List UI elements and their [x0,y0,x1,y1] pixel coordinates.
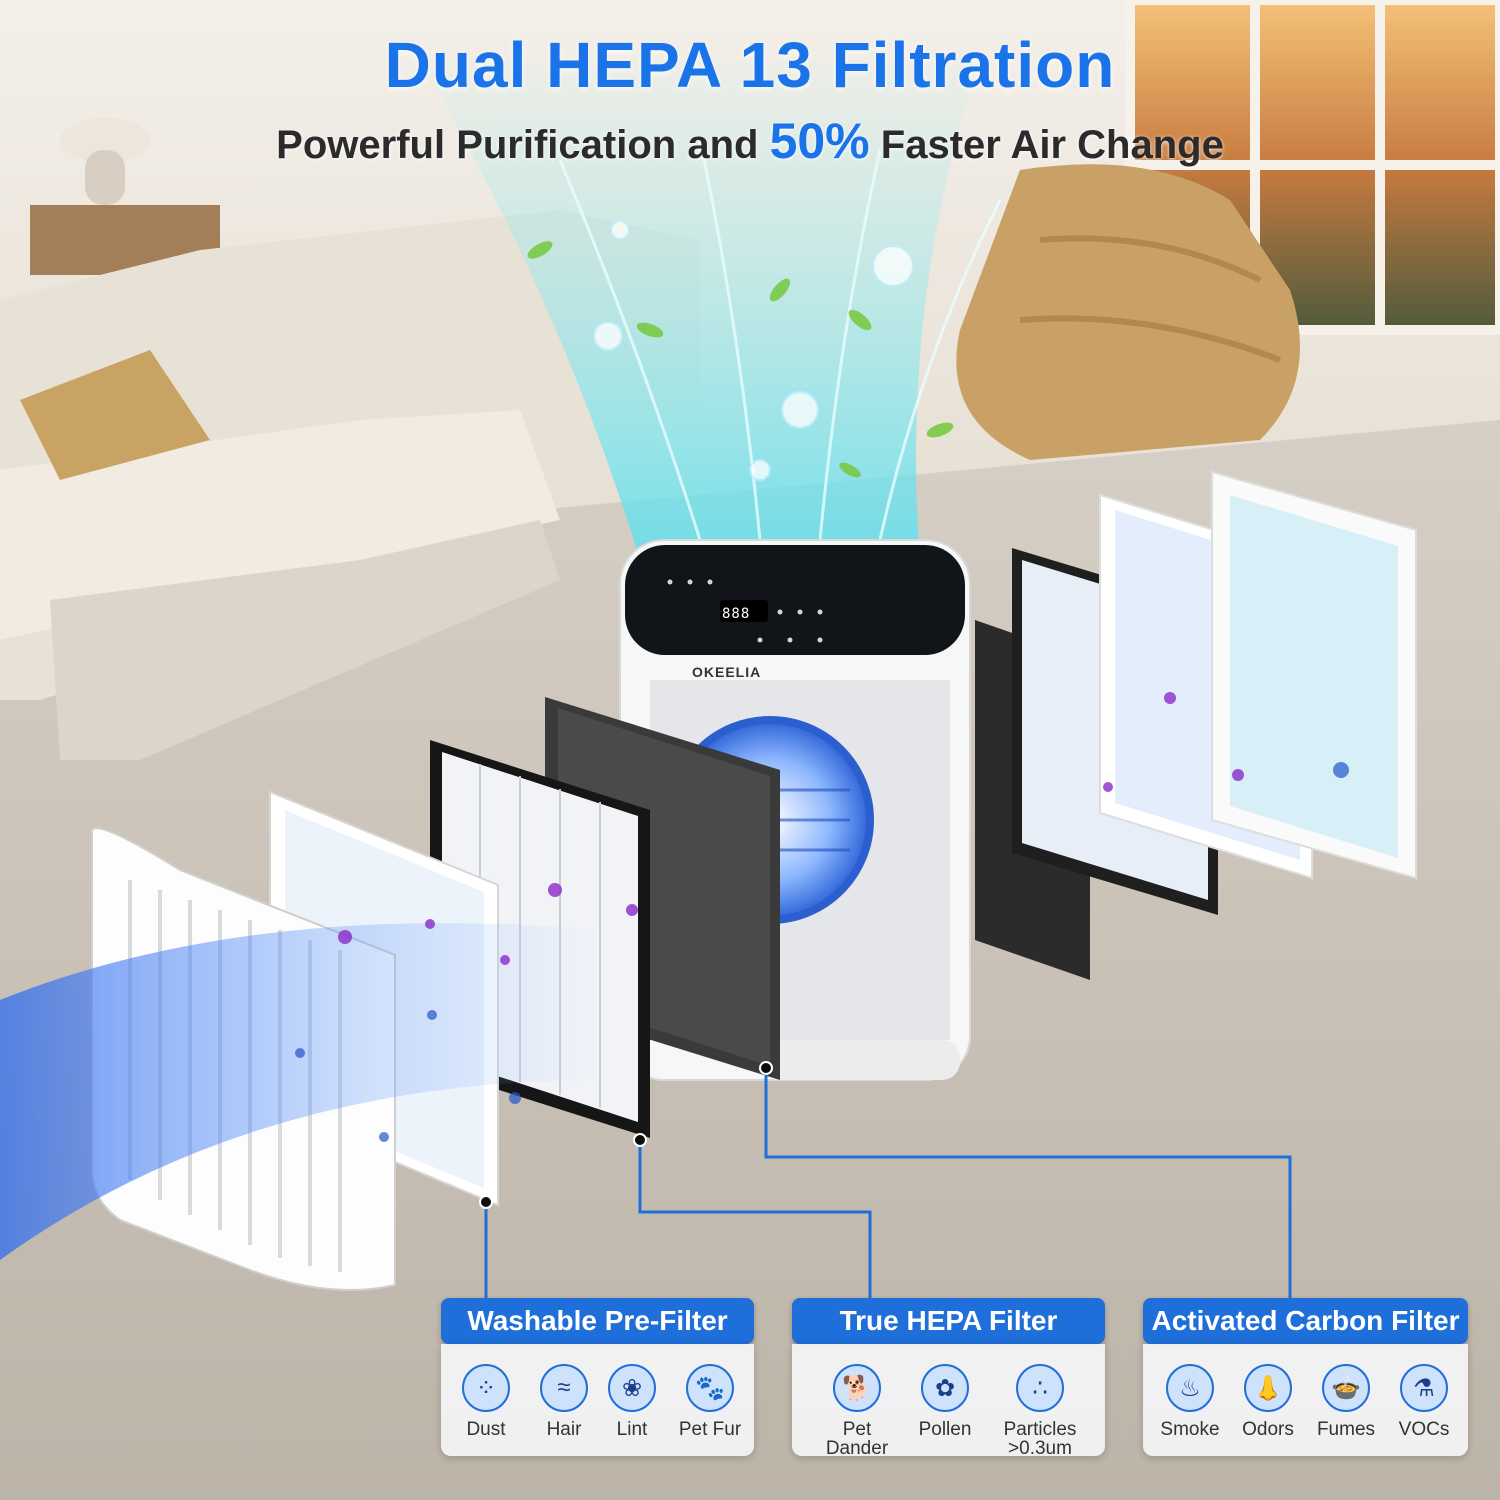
particles-icon: ∴ [1016,1364,1064,1412]
subheadline-after: Faster Air Change [880,123,1224,167]
item-label: Hair [546,1419,582,1440]
dust-icon: ⁘ [462,1364,510,1412]
item-label: Dust [466,1419,506,1440]
item-hair: ≈ Hair [519,1364,609,1439]
item-smoke: ♨ Smoke [1145,1364,1235,1439]
item-label: Smoke [1160,1419,1220,1440]
hair-icon: ≈ [540,1364,588,1412]
subheadline-before: Powerful Purification and [276,123,759,167]
panel-title: Activated Carbon Filter [1143,1298,1468,1344]
item-label: Lint [616,1419,648,1440]
item-label: Pollen [918,1419,972,1440]
display-readout: 888 [722,606,751,622]
item-pollen: ✿ Pollen [900,1364,990,1439]
item-label: Odors [1242,1419,1294,1440]
item-particles: ∴ Particles >0.3um [995,1364,1085,1458]
vocs-icon: ⚗ [1400,1364,1448,1412]
item-pet-fur: 🐾 Pet Fur [665,1364,755,1439]
panel-body: ♨ Smoke 👃 Odors 🍲 Fumes ⚗ VOCs [1143,1344,1468,1456]
item-dust: ⁘ Dust [441,1364,531,1439]
subheadline-highlight: 50% [769,113,870,169]
panel-title: Washable Pre-Filter [441,1298,754,1344]
pollen-icon: ✿ [921,1364,969,1412]
paw-icon: 🐾 [686,1364,734,1412]
panel-body: ⁘ Dust ≈ Hair ❀ Lint 🐾 Pet Fur [441,1344,754,1456]
item-label: Pet Dander [825,1419,889,1459]
item-pet-dander: 🐕 Pet Dander [812,1364,902,1458]
subheadline: Powerful Purification and 50% Faster Air… [0,112,1500,170]
item-fumes: 🍲 Fumes [1301,1364,1391,1439]
fumes-icon: 🍲 [1322,1364,1370,1412]
item-label: VOCs [1398,1419,1450,1440]
item-label: Fumes [1316,1419,1376,1440]
item-label: Particles >0.3um [1003,1419,1077,1459]
odors-icon: 👃 [1244,1364,1292,1412]
pet-dander-icon: 🐕 [833,1364,881,1412]
item-lint: ❀ Lint [587,1364,677,1439]
smoke-icon: ♨ [1166,1364,1214,1412]
headline: Dual HEPA 13 Filtration [384,29,1116,101]
item-vocs: ⚗ VOCs [1379,1364,1469,1439]
item-label: Pet Fur [678,1419,742,1440]
panel-body: 🐕 Pet Dander ✿ Pollen ∴ Particles >0.3um [792,1344,1105,1458]
item-odors: 👃 Odors [1223,1364,1313,1439]
panel-title: True HEPA Filter [792,1298,1105,1344]
brand-logo: OKEELIA [692,664,762,680]
lint-icon: ❀ [608,1364,656,1412]
